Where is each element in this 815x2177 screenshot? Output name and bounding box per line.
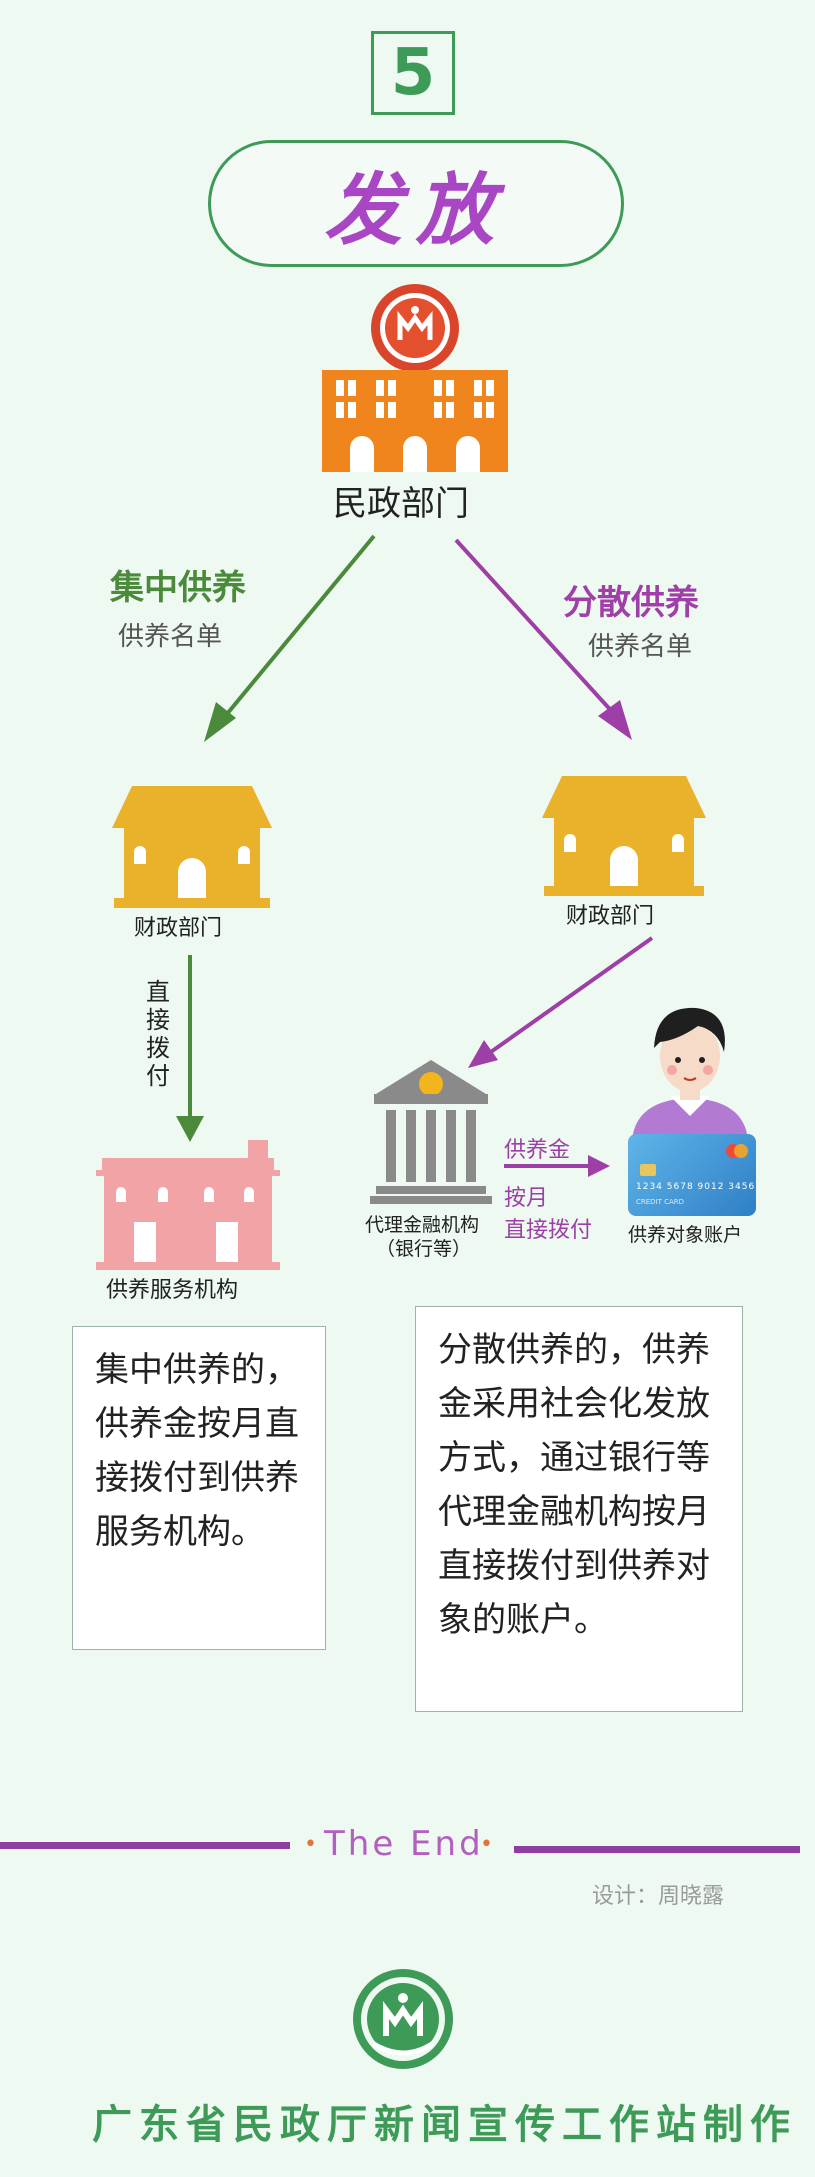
- person-avatar-icon: [632, 1007, 748, 1140]
- top-org-label: 民政部门: [333, 484, 469, 524]
- end-text: The End: [324, 1824, 484, 1864]
- bank-label-line2: （银行等）: [376, 1238, 472, 1260]
- arrow-down-head: [176, 1116, 204, 1142]
- step-number-box: 5: [371, 31, 455, 115]
- end-line-left: [0, 1842, 290, 1849]
- arrow-right-head: [598, 700, 632, 740]
- card-number: 1234 5678 9012 3456: [636, 1182, 756, 1192]
- left-description: 集中供养的，供养金按月直接拨付到供养服务机构。: [72, 1326, 326, 1650]
- monthly-label: 按月: [504, 1186, 549, 1211]
- end-dot-left: •: [304, 1832, 317, 1857]
- end-line-right: [514, 1846, 800, 1853]
- civil-affairs-building-icon: [322, 284, 508, 472]
- bank-building-icon: [370, 1060, 492, 1204]
- right-finance-label: 财政部门: [566, 904, 655, 929]
- money-label: 供养金: [504, 1138, 571, 1163]
- arrow-left-head: [204, 702, 236, 742]
- credit-card: 1234 5678 9012 3456 CREDIT CARD: [628, 1134, 756, 1216]
- page-title: 发放: [323, 165, 508, 256]
- finance-building-left-icon: [112, 786, 272, 908]
- card-chip-icon: [640, 1164, 656, 1176]
- right-description: 分散供养的，供养金采用社会化发放方式，通过银行等代理金融机构按月直接拨付到供养对…: [415, 1306, 743, 1712]
- title-pill: 发放: [208, 140, 624, 267]
- footer-org: 广东省民政厅新闻宣传工作站制作: [92, 2102, 797, 2148]
- left-branch-heading: 集中供养: [110, 568, 246, 608]
- step-number: 5: [390, 36, 436, 110]
- left-transfer-label: 直接拨付: [146, 978, 170, 1090]
- design-credit: 设计：周晓露: [592, 1884, 725, 1909]
- direct-label: 直接拨付: [504, 1218, 593, 1243]
- right-branch-sub: 供养名单: [588, 632, 693, 662]
- civil-affairs-emblem-icon: [353, 1969, 453, 2069]
- bank-label-line1: 代理金融机构: [365, 1214, 480, 1236]
- recipient-account-label: 供养对象账户: [628, 1224, 743, 1246]
- left-finance-label: 财政部门: [134, 916, 223, 941]
- service-institution-building-icon: [96, 1140, 280, 1270]
- right-branch-heading: 分散供养: [563, 583, 699, 623]
- end-dot-right: •: [480, 1832, 493, 1857]
- card-label: CREDIT CARD: [636, 1198, 685, 1206]
- left-branch-sub: 供养名单: [118, 622, 223, 652]
- arrow-account-head: [588, 1155, 610, 1177]
- service-institution-label: 供养服务机构: [106, 1278, 239, 1303]
- finance-building-right-icon: [542, 776, 706, 896]
